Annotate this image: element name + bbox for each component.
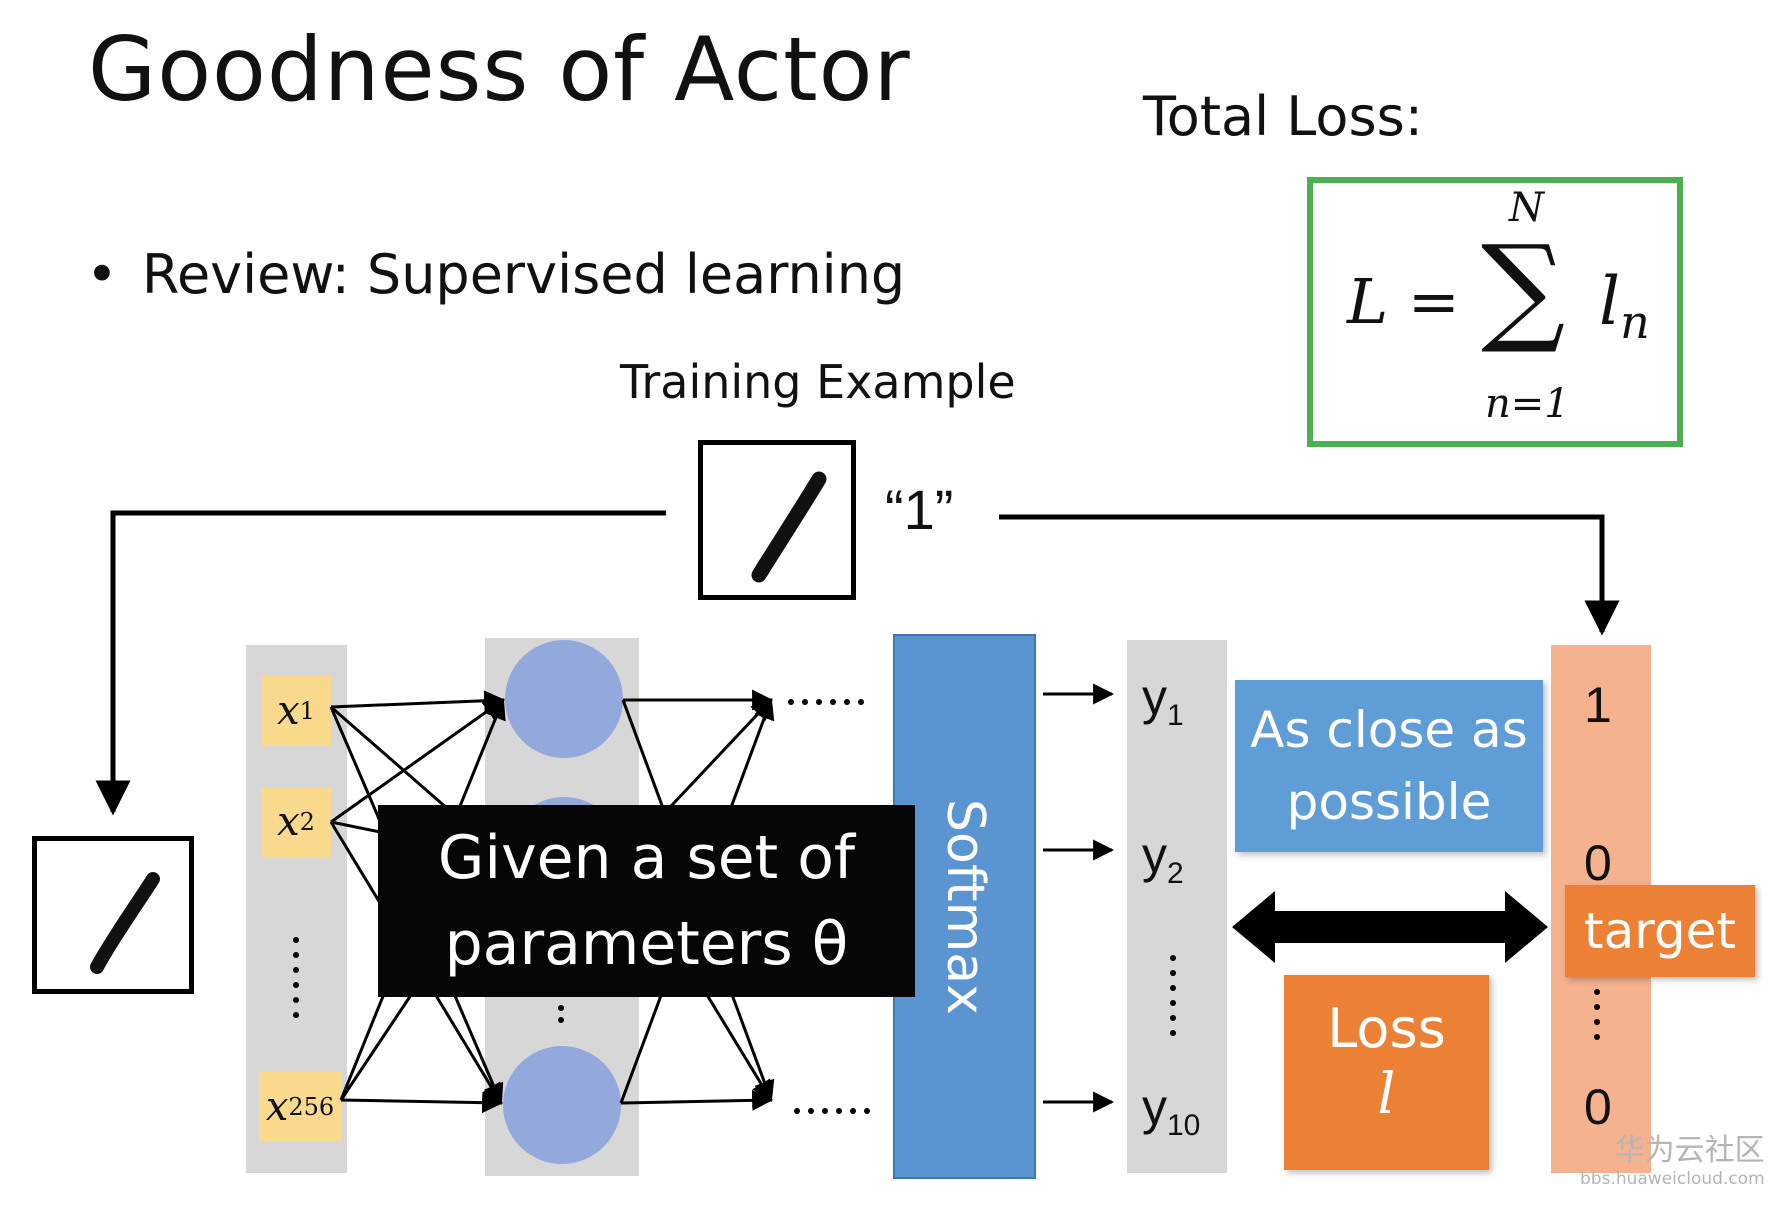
routing-line-left	[95, 510, 666, 816]
bullet-item: • Review: Supervised learning	[86, 243, 905, 306]
ellipsis-dots	[293, 699, 1600, 1114]
watermark: 华为云社区 bbs.huaweicloud.com	[1580, 1125, 1765, 1189]
formula-sum-lower: n=1	[1485, 381, 1570, 427]
softmax-output-arrows	[1043, 683, 1115, 1113]
close-box-line1: As close as	[1250, 701, 1528, 759]
watermark-sub: bbs.huaweicloud.com	[1580, 1169, 1765, 1189]
output-y10: y10	[1142, 1079, 1201, 1142]
digit-image	[698, 440, 856, 600]
given-parameters-box: Given a set of parameters θ	[378, 805, 915, 997]
loss-box-title: Loss	[1327, 997, 1446, 1060]
bullet-dot: •	[86, 243, 118, 306]
given-box-line1: Given a set of	[437, 823, 856, 893]
formula-box: L = N ∑ n=1 ln	[1307, 177, 1683, 447]
given-box-line2: parameters θ	[444, 909, 849, 979]
softmax-layer: Softmax	[893, 634, 1036, 1179]
loss-box-symbol: l	[1377, 1062, 1396, 1127]
loss-box: Loss l	[1284, 975, 1489, 1170]
as-close-as-possible-box: As close as possible	[1235, 680, 1543, 852]
sum-symbol-icon: ∑	[1481, 219, 1566, 357]
formula-sum-upper: N	[1509, 185, 1544, 231]
hidden-node	[505, 640, 623, 758]
input-digit-image	[32, 836, 194, 994]
watermark-main: 华为云社区	[1614, 1133, 1765, 1168]
formula-term: ln	[1599, 263, 1650, 350]
target-value: 1	[1584, 677, 1612, 733]
digit-stroke-icon	[90, 872, 160, 974]
example-label: “1”	[885, 478, 954, 541]
hidden-node	[503, 1046, 621, 1164]
output-y1: y1	[1142, 669, 1184, 732]
routing-line-right	[999, 514, 1620, 636]
target-tag: target	[1565, 885, 1755, 977]
training-example-label: Training Example	[620, 355, 1016, 409]
double-arrow-icon	[1232, 891, 1548, 963]
close-box-line2: possible	[1286, 773, 1492, 831]
digit-stroke-icon	[751, 471, 827, 583]
target-value: 0	[1584, 835, 1612, 891]
bullet-text: Review: Supervised learning	[141, 243, 906, 306]
page-title: Goodness of Actor	[88, 18, 911, 121]
formula-lhs: L =	[1347, 265, 1460, 338]
output-layer-column	[1127, 640, 1227, 1173]
target-value: 0	[1584, 1079, 1612, 1135]
total-loss-label: Total Loss:	[1143, 85, 1423, 148]
output-y2: y2	[1142, 827, 1184, 890]
